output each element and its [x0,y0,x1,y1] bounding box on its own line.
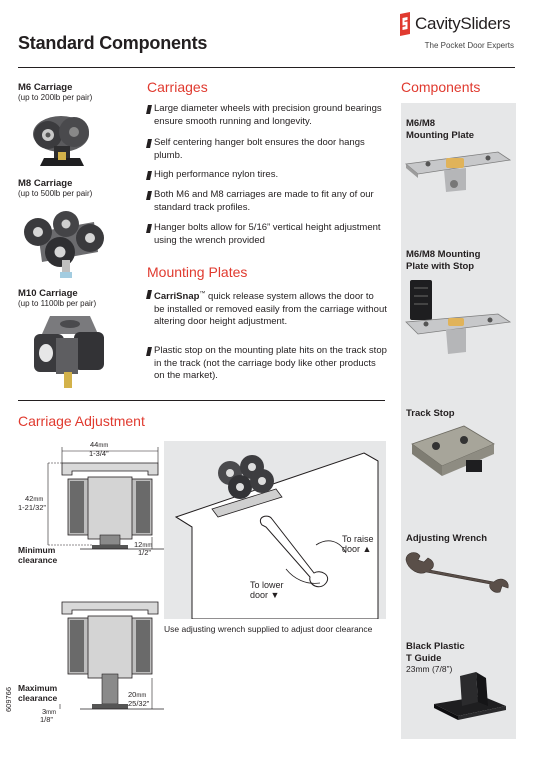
section-divider [18,400,385,401]
carriage-m8-capacity: (up to 500lb per pair) [18,189,93,198]
carriages-bullet-5-text: Hanger bolts allow for 5/16” vertical he… [154,222,381,246]
carriage-m10-name: M10 Carriage [18,288,78,299]
bullet-marker [146,171,152,180]
carriages-bullet-4: Both M6 and M8 carriages are made to fit… [146,189,387,214]
width-dimension: 44mm [90,440,109,449]
carriages-bullet-1-text: Large diameter wheels with precision gro… [154,103,382,127]
base-dimension-inch: 1/8” [40,715,53,724]
door-adjustment-illustration [164,441,386,619]
component-mounting-plate-label: M6/M8 Mounting Plate [406,118,475,141]
max-dimension-inch: 25/32” [128,699,150,708]
track-stop-image [411,425,495,476]
adjustment-caption: Use adjusting wrench supplied to adjust … [164,624,373,634]
minimum-clearance-label: Minimum clearance [18,545,58,565]
maximum-clearance-label: Maximum clearance [18,683,58,703]
carriages-bullet-4-text: Both M6 and M8 carriages are made to fit… [154,189,374,213]
bullet-marker [146,347,152,356]
min-dimension: 12mm [134,540,153,549]
carriage-m6: M6 Carriage (up to 200lb per pair) [18,82,92,102]
carriage-m10-capacity: (up to 1100lb per pair) [18,299,97,308]
max-dimension: 20mm [128,690,147,699]
trademark-symbol: ™ [199,291,206,297]
carriage-m10: M10 Carriage (up to 1100lb per pair) [18,288,96,308]
arrow-down-icon: ▼ [270,590,280,600]
adjusting-wrench-image [405,552,509,593]
components-heading: Components [401,79,481,95]
page-title: Standard Components [18,33,208,53]
carriages-bullet-3-text: High performance nylon tires. [154,169,279,180]
minimum-clearance-diagram [47,447,164,550]
mounting-bullet-1: CarriSnap™ quick release system allows t… [146,288,387,329]
carriage-m6-name: M6 Carriage [18,82,73,93]
mounting-heading: Mounting Plates [147,264,248,280]
mounting-plate-with-stop-image [405,280,512,354]
document-code: 609766 [4,686,13,712]
mounting-bullet-1-text: quick release system allows the door to … [154,291,387,328]
mounting-plate-image [405,151,512,192]
m6-carriage-image [33,116,89,166]
carriage-m8: M8 Carriage (up to 500lb per pair) [18,178,92,198]
m10-carriage-image [34,316,104,388]
component-t-guide-label: Black Plastic T Guide 23mm (7/8”) [406,641,465,674]
carriages-bullet-1: Large diameter wheels with precision gro… [146,103,387,128]
carriages-bullet-2-text: Self centering hanger bolt ensures the d… [154,137,365,161]
bullet-marker [146,105,152,114]
components-panel [401,103,516,739]
component-track-stop-label: Track Stop [406,408,455,419]
carriage-m6-capacity: (up to 200lb per pair) [18,93,93,102]
header-divider [18,67,515,68]
bullet-marker [146,139,152,148]
carrisnap-name: CarriSnap [154,291,200,303]
component-wrench-label: Adjusting Wrench [406,533,488,544]
brand-logo: CavitySliders The Pocket Door Experts [398,10,518,56]
carriages-bullet-2: Self centering hanger bolt ensures the d… [146,137,387,162]
mounting-bullet-2-text: Plastic stop on the mounting plate hits … [154,345,387,381]
to-lower-label: To lower door ▼ [250,580,284,600]
component-mounting-plate-stop-label: M6/M8 Mounting Plate with Stop [406,249,481,272]
m8-carriage-image [24,211,104,278]
width-dimension-inch: 1-3/4” [89,449,109,458]
brand-mark-icon [400,12,410,36]
adjustment-heading: Carriage Adjustment [18,413,145,429]
carriages-bullet-5: Hanger bolts allow for 5/16” vertical he… [146,222,387,247]
brand-tagline: The Pocket Door Experts [424,41,514,50]
carriages-heading: Carriages [147,79,208,95]
height-dimension-inch: 1-21/32” [18,503,46,512]
carriage-m8-name: M8 Carriage [18,178,73,189]
carriages-bullet-3: High performance nylon tires. [146,169,387,182]
base-dimension: 3mm [42,707,57,716]
min-dimension-inch: 1/2” [138,548,151,557]
bullet-marker [146,224,152,233]
bullet-marker [146,290,152,299]
to-raise-label: To raise door ▲ [342,534,374,554]
height-dimension: 42mm [25,494,44,503]
mounting-bullet-2: Plastic stop on the mounting plate hits … [146,345,387,383]
maximum-clearance-diagram [59,601,164,710]
bullet-marker [146,191,152,200]
arrow-up-icon: ▲ [362,544,372,554]
brand-name: CavitySliders [415,14,511,33]
t-guide-image [434,672,506,720]
